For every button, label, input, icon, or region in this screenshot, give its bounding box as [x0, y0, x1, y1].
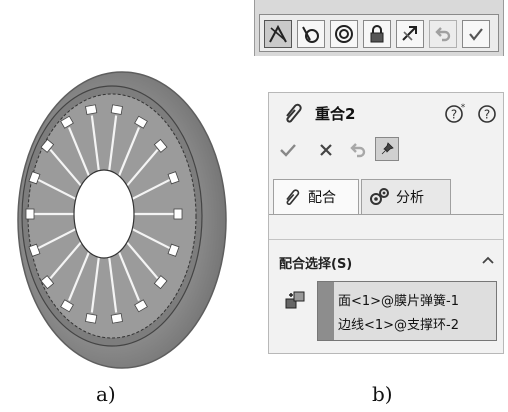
collapse-chevron-up-icon[interactable] [481, 255, 495, 265]
mate-selections-list[interactable]: 面<1>@膜片弹簧-1 边线<1>@支撑环-2 [317, 281, 497, 341]
help-icon[interactable]: ? [477, 103, 497, 123]
finger-slot [67, 126, 91, 177]
slot-window [167, 171, 180, 185]
caption-b: b) [372, 382, 393, 406]
finger-slot [49, 149, 82, 187]
finger-slot [131, 178, 171, 200]
svg-text:*: * [461, 103, 466, 113]
caption-a: a) [96, 382, 116, 406]
pushpin-icon [381, 142, 394, 155]
mate-property-panel: 重合2 ? * ? 配合 [268, 92, 504, 354]
tab-analysis[interactable]: 分析 [361, 179, 451, 215]
diaphragm-spring-part-image [17, 71, 227, 369]
slot-window [153, 275, 168, 290]
undo-icon [350, 143, 366, 158]
slot-window [60, 115, 74, 129]
mate-entities-icon [285, 291, 305, 309]
keep-visible-pin-button[interactable] [375, 137, 399, 161]
lock-mate-button[interactable] [363, 20, 391, 48]
slot-window [110, 313, 123, 324]
finger-slot [67, 251, 91, 302]
slot-window [40, 275, 55, 290]
slot-window [153, 138, 168, 153]
undo-icon [435, 27, 451, 42]
slot-window [25, 208, 35, 220]
finger-slot [108, 115, 118, 171]
checkmark-icon [280, 144, 296, 157]
slot-window [134, 115, 148, 129]
mate-paperclip-icon [286, 103, 302, 123]
mate-selections-title: 配合选择(S) [279, 257, 353, 272]
gears-icon [370, 188, 389, 205]
ok-check-icon [469, 28, 483, 41]
cancel-button[interactable] [313, 139, 339, 161]
toolbar-strip [259, 14, 499, 52]
slot-window [167, 243, 180, 257]
close-icon [320, 144, 332, 156]
spring-fingers [25, 104, 183, 324]
finger-slot [117, 126, 141, 177]
tab-mates-label: 配合 [308, 190, 336, 206]
coincident-mate-button[interactable] [264, 20, 292, 48]
slot-window [28, 171, 41, 185]
slot-window [60, 299, 74, 313]
confirm-button[interactable] [275, 139, 301, 161]
tangent-mate-button[interactable] [297, 20, 325, 48]
tab-analysis-label: 分析 [396, 190, 424, 206]
slot-window [85, 104, 98, 115]
mate-paperclip-icon [286, 189, 300, 205]
svg-text:?: ? [484, 108, 490, 122]
finger-slot [90, 257, 100, 313]
finger-slot [37, 228, 77, 250]
flip-alignment-icon [402, 26, 417, 41]
slot-window [40, 138, 55, 153]
finger-slot [37, 178, 77, 200]
concentric-mate-button[interactable] [330, 20, 358, 48]
concentric-mate-icon [335, 25, 353, 43]
tangent-mate-icon [302, 26, 319, 43]
finger-slot [90, 115, 100, 171]
section-divider [269, 239, 503, 240]
tab-divider [269, 214, 503, 215]
panel-undo-button[interactable] [345, 139, 371, 161]
slot-window [134, 299, 148, 313]
svg-text:?: ? [451, 108, 457, 122]
list-item[interactable]: 面<1>@膜片弹簧-1 [338, 294, 460, 309]
whats-wrong-help-icon[interactable]: ? * [445, 103, 467, 123]
ok-button[interactable] [462, 20, 490, 48]
mate-toolbar [254, 0, 504, 56]
slot-window [28, 243, 41, 257]
finger-slot [131, 228, 171, 250]
undo-button[interactable] [429, 20, 457, 48]
panel-title: 重合2 [315, 105, 356, 123]
coincident-mate-icon [269, 24, 287, 43]
selection-list-bar [318, 282, 334, 340]
finger-slot [126, 241, 159, 279]
center-hole [73, 169, 135, 259]
finger-slot [108, 257, 118, 313]
tab-mates[interactable]: 配合 [273, 179, 359, 215]
lock-mate-icon [370, 25, 384, 43]
finger-slot [117, 251, 141, 302]
flip-alignment-button[interactable] [396, 20, 424, 48]
slot-window [110, 104, 123, 115]
list-item[interactable]: 边线<1>@支撑环-2 [338, 318, 460, 333]
slot-window [173, 208, 183, 220]
finger-slot [126, 149, 159, 187]
slot-window [85, 313, 98, 324]
finger-slot [49, 241, 82, 279]
